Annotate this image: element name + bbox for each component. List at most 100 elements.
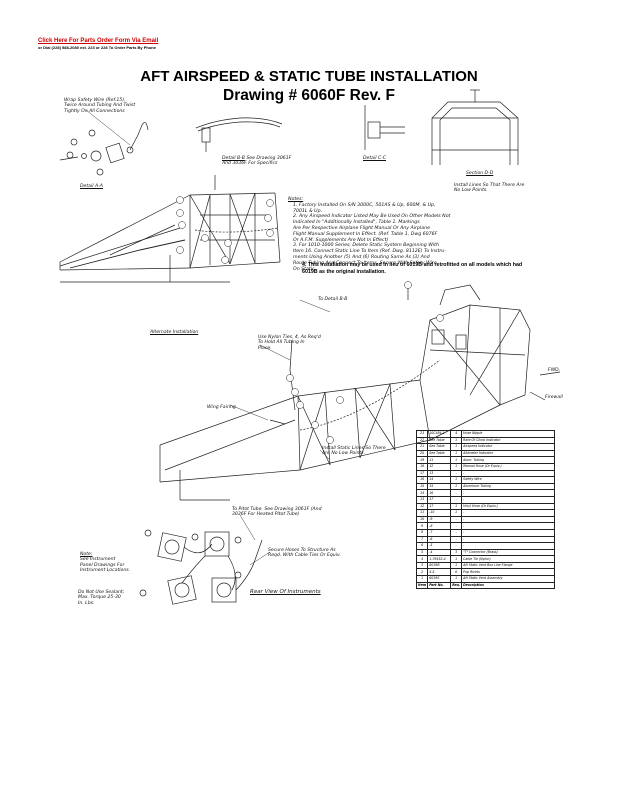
detail-c-label: Detail C-C [363, 156, 387, 161]
parts-cell: 1 [450, 509, 463, 517]
notes-heading: Notes: [288, 197, 304, 202]
parts-cell: - [450, 535, 463, 544]
note-2: 2. Any Airspeed Indicator Listed May Be … [293, 214, 451, 243]
parts-cell: 1 [450, 436, 463, 445]
parts-cell: - [450, 469, 463, 478]
detail-b-tube [195, 117, 283, 152]
wing-fairing-label: Wing Fairing [207, 405, 236, 410]
parts-cell: -5 [427, 542, 452, 550]
parts-cell: 9 [415, 522, 429, 530]
parts-cell: -9 [427, 515, 452, 524]
parts-table-row: 8-7-- [415, 528, 556, 537]
parts-cell: 3 [415, 561, 429, 570]
parts-header-cell: Req. [450, 581, 463, 590]
drawing-title: AFT AIRSPEED & STATIC TUBE INSTALLATION [140, 68, 478, 85]
parts-table-row: 9-8-- [415, 522, 556, 530]
instruments-rear-view [139, 529, 263, 605]
parts-cell: -8 [427, 522, 452, 530]
leader-lines [85, 109, 331, 566]
parts-cell: -7 [427, 528, 452, 537]
parts-cell: 23 [415, 430, 429, 438]
parts-cell: See Table [427, 449, 452, 458]
parts-cell: 6019B [427, 561, 452, 570]
parts-cell: Aft Static Vent Box Line Flange [461, 561, 556, 570]
section-d-label: Section D-D [466, 171, 494, 176]
upper-fuselage-truss [59, 175, 281, 283]
parts-cell: Altimeter Indicator [461, 449, 556, 458]
parts-cell: "T" Connector (Brass) [461, 548, 556, 557]
note-heading: Note: [80, 552, 93, 557]
parts-cell: - [461, 535, 556, 544]
parts-cell: 4 [450, 430, 463, 438]
parts-cell: Aft Static Vent Assembly [461, 575, 556, 583]
parts-cell: - [461, 542, 556, 550]
parts-cell: 19 [415, 456, 429, 464]
detail-b-title: Detail B-B [222, 156, 245, 161]
drawing-number: Drawing # 6060F Rev. F [223, 87, 395, 104]
phone-order-text: or Dial (228) 588-2080 ext. 223 or 228 T… [38, 45, 156, 50]
parts-cell: - [461, 469, 556, 478]
parts-cell: 4 [415, 555, 429, 563]
parts-cell: - [461, 489, 556, 497]
parts-cell: See Table [427, 443, 452, 451]
parts-header-cell: Item [415, 581, 429, 590]
parts-cell: 22 [415, 436, 429, 445]
install-lines-note: Install Lines So That There Are No Low P… [454, 183, 525, 194]
nylon-ties-note: Use Nylon Ties, 4, As Req'd To Hold All … [258, 335, 321, 351]
parts-cell: See Table [427, 436, 452, 445]
parts-cell: 1 [450, 462, 463, 471]
parts-cell: 16 [427, 489, 452, 497]
parts-cell: -6 [427, 535, 452, 544]
detail-c-box [364, 105, 405, 150]
parts-cell: 10 [415, 515, 429, 524]
parts-cell: 1 [450, 449, 463, 458]
parts-cell: -4 [427, 548, 452, 557]
parts-cell: 1 [415, 575, 429, 583]
parts-cell: 1 [450, 561, 463, 570]
parts-cell: - [461, 528, 556, 537]
parts-cell: 1 [450, 482, 463, 491]
parts-cell: 11 [427, 456, 452, 464]
parts-cell: - [450, 515, 463, 524]
firewall-label: Firewall [545, 395, 563, 400]
parts-table-row: 10-9-- [415, 515, 556, 524]
parts-cell: 15 [415, 482, 429, 491]
parts-cell: 1 [450, 502, 463, 511]
parts-table-row: 7-6-- [415, 535, 556, 544]
parts-header-cell: Description [461, 581, 556, 590]
parts-cell: Safety Wire [461, 476, 556, 484]
parts-cell: 6 [450, 568, 463, 577]
parts-cell: - [450, 542, 463, 550]
parts-cell: 12 [427, 462, 452, 471]
rear-view-label: Rear View Of Instruments [250, 589, 321, 595]
parts-cell: Hose Nipple [461, 430, 556, 438]
parts-cell: Manual Hose (Or Equiv.) [461, 462, 556, 471]
parts-cell: 1 [450, 476, 463, 484]
secure-hoses-note: Secure Hoses To Structure As Reqd. With … [268, 548, 341, 559]
parts-cell: 17 [415, 469, 429, 478]
alternate-installation-label: Alternate Installation [150, 330, 199, 335]
parts-cell: 8 [415, 528, 429, 537]
notes-block: Notes: 1. Factory Installed On S/N 3000C… [288, 197, 451, 272]
parts-cell: 14 [415, 489, 429, 497]
fwd-label: FWD. [548, 368, 561, 373]
parts-cell: 1 [450, 555, 463, 563]
parts-cell: 13 [427, 469, 452, 478]
parts-cell: - [461, 495, 556, 504]
parts-cell: 1 [450, 456, 463, 464]
parts-cell: 5-5 [427, 568, 452, 577]
parts-order-link[interactable]: Click Here For Parts Order Form Via Emai… [38, 38, 159, 44]
